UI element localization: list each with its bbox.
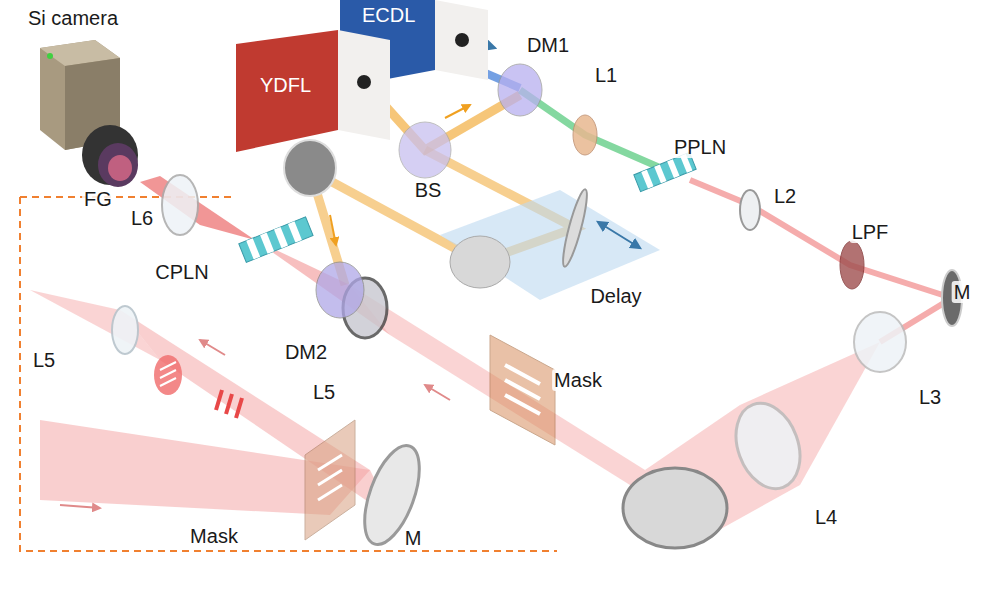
- lens: [854, 312, 906, 372]
- mirror: [559, 188, 591, 268]
- mirror: [284, 140, 336, 196]
- component-label: L3: [917, 386, 943, 408]
- lens: [725, 394, 811, 497]
- beam-arrow: [60, 505, 100, 508]
- filter: [840, 241, 864, 289]
- component-label: L2: [772, 185, 798, 207]
- idler-beam: [690, 180, 952, 342]
- dichroic-mirror: [316, 262, 364, 318]
- laser-housing: [236, 30, 392, 152]
- component-label: Mask: [552, 369, 604, 391]
- component-label: Si camera: [26, 7, 120, 29]
- dichroic-mirror: [498, 64, 542, 116]
- fringe-pattern: [154, 355, 182, 395]
- component-label: DM2: [283, 341, 329, 363]
- housing-face: [435, 0, 488, 80]
- component-label: FG: [82, 188, 114, 210]
- crystal: [239, 217, 313, 263]
- fringe-pattern: [216, 390, 242, 418]
- laser-box: YDFL: [236, 30, 392, 152]
- mask-slit: [318, 455, 342, 500]
- mask: [305, 420, 355, 540]
- crystal: [634, 152, 696, 191]
- component-label: L5: [311, 381, 337, 403]
- mask-slit: [505, 365, 540, 414]
- delay-stage: [440, 190, 660, 300]
- mixed-beam: [520, 90, 670, 172]
- component-label: M: [952, 281, 973, 303]
- beam-arrow: [445, 105, 470, 118]
- beam-arrow: [200, 340, 225, 355]
- component-label: L1: [593, 64, 619, 86]
- beam-arrow: [425, 385, 450, 400]
- housing-face: [338, 30, 390, 140]
- laser-name: YDFL: [260, 74, 311, 96]
- housing-face: [236, 30, 338, 152]
- component-label: LPF: [850, 221, 891, 243]
- component-label: L4: [813, 506, 839, 528]
- component-label: L5: [31, 349, 57, 371]
- laser-name: ECDL: [362, 4, 415, 26]
- beam-splitter: [399, 122, 451, 178]
- housing-face: [340, 0, 435, 88]
- lens: [573, 115, 597, 155]
- component-label: M: [403, 527, 424, 549]
- component-label: Mask: [188, 525, 240, 547]
- component-label: DM1: [525, 34, 571, 56]
- component-label: PPLN: [672, 136, 728, 158]
- lens: [162, 175, 198, 235]
- mirror: [623, 468, 727, 548]
- lens: [112, 306, 138, 354]
- component-label: Delay: [588, 285, 643, 307]
- aperture: [455, 33, 469, 47]
- delay-arrow: [598, 222, 640, 248]
- aperture: [357, 75, 371, 89]
- beam-arrow: [330, 215, 336, 245]
- mirror: [354, 439, 431, 552]
- component-label: CPLN: [153, 261, 210, 283]
- fringe-pattern: [160, 362, 176, 386]
- camera: [40, 40, 138, 187]
- mask: [490, 335, 555, 445]
- component-label: L6: [129, 207, 155, 229]
- mirror: [450, 236, 510, 288]
- lens: [740, 190, 760, 230]
- component-label: BS: [413, 179, 444, 201]
- upconverted-beam: [140, 176, 255, 240]
